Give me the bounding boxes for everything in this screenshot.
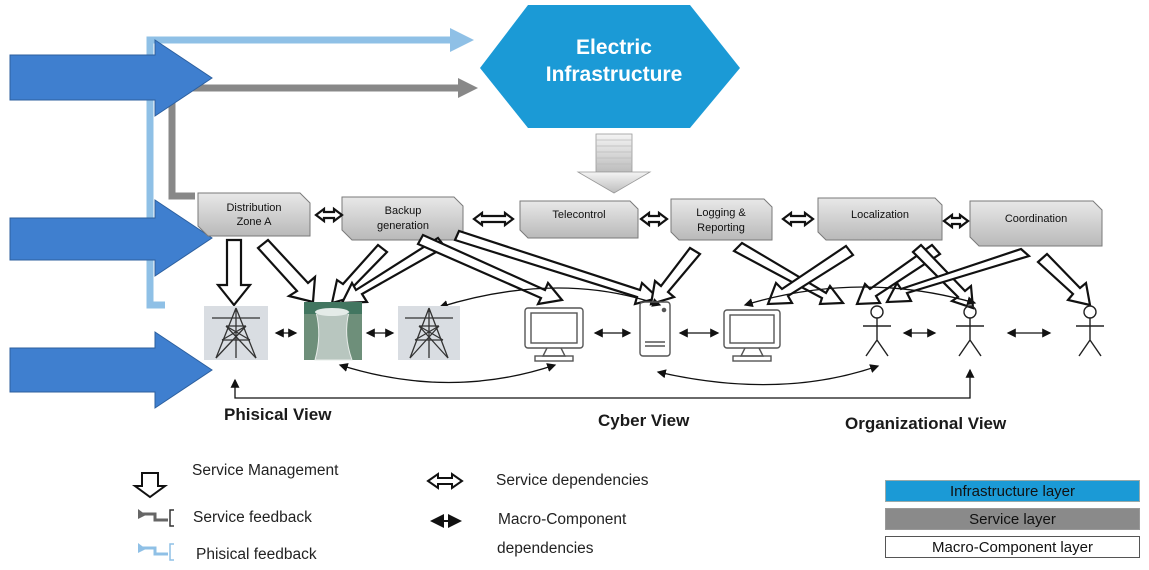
transmission-tower-icon xyxy=(398,306,460,360)
service-box-distribution: Distribution Zone A xyxy=(197,192,311,237)
power-plant-icon xyxy=(304,302,362,361)
service-layer-key: Service layer xyxy=(885,508,1140,530)
physical-view-title: Phisical View xyxy=(224,405,332,424)
svg-text:Zone A: Zone A xyxy=(237,216,273,228)
legend-service-feedback: Service feedback xyxy=(193,509,312,526)
svg-text:Backup: Backup xyxy=(385,205,422,217)
input-arrow-middle xyxy=(9,199,213,277)
computer-monitor-icon xyxy=(524,307,584,362)
physical-feedback-line xyxy=(146,28,474,309)
person-icon xyxy=(1076,305,1104,357)
infrastructure-layer-key: Infrastructure layer xyxy=(885,480,1140,502)
service-management-arrows xyxy=(215,229,1092,310)
infra-title-line1: Electric xyxy=(576,36,652,59)
macro-component-layer-key: Macro-Component layer xyxy=(885,536,1140,558)
svg-text:Localization: Localization xyxy=(851,209,909,221)
service-dependency-arrows xyxy=(314,206,970,230)
legend-macro-component: Macro-Component xyxy=(498,511,627,528)
service-feedback-legend-icon xyxy=(138,509,174,527)
svg-text:Reporting: Reporting xyxy=(697,222,745,234)
organizational-view-title: Organizational View xyxy=(845,414,1007,433)
svg-text:Telecontrol: Telecontrol xyxy=(552,209,605,221)
service-management-legend-icon xyxy=(131,472,169,499)
legend-phisical-feedback: Phisical feedback xyxy=(196,546,317,563)
input-arrow-top xyxy=(9,39,213,117)
infra-title-line2: Infrastructure xyxy=(546,63,683,86)
service-box-logging: Logging & Reporting xyxy=(670,198,773,241)
service-feedback-line xyxy=(168,78,478,200)
svg-text:Distribution: Distribution xyxy=(226,202,281,214)
electric-infrastructure-hexagon: Electric Infrastructure xyxy=(480,5,740,128)
macro-component-arcs xyxy=(230,286,977,399)
service-dependencies-legend-icon xyxy=(426,472,464,490)
legend-service-management: Service Management xyxy=(192,462,339,479)
service-box-coordination: Coordination xyxy=(969,200,1103,247)
input-arrow-bottom xyxy=(9,331,213,409)
svg-text:Logging &: Logging & xyxy=(696,207,746,219)
svg-text:generation: generation xyxy=(377,220,429,232)
server-icon xyxy=(639,301,671,357)
legend-service-dependencies: Service dependencies xyxy=(496,472,649,489)
phisical-feedback-legend-icon xyxy=(138,543,174,561)
person-icon xyxy=(956,305,984,357)
person-icon xyxy=(863,305,891,357)
service-box-localization: Localization xyxy=(817,197,943,241)
legend-dependencies: dependencies xyxy=(497,540,594,557)
cyber-view-title: Cyber View xyxy=(598,411,690,430)
service-box-telecontrol: Telecontrol xyxy=(519,200,639,239)
service-box-backup: Backup generation xyxy=(341,196,464,241)
transmission-tower-icon xyxy=(204,306,268,360)
svg-text:Coordination: Coordination xyxy=(1005,213,1067,225)
computer-monitor-icon xyxy=(723,309,781,362)
service-management-arrow xyxy=(576,133,652,194)
